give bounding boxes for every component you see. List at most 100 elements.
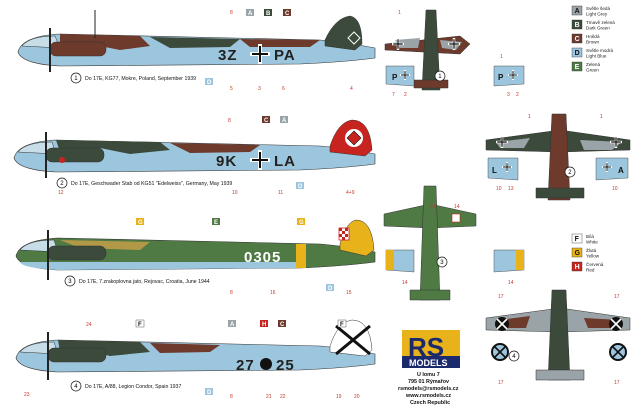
code-left-3: 0305 bbox=[244, 249, 281, 266]
pv3-tailplane bbox=[409, 289, 451, 301]
svg-text:19: 19 bbox=[336, 394, 342, 400]
logo-models: MODELS bbox=[409, 358, 448, 368]
legend-letter: F bbox=[575, 236, 580, 243]
profile-number-4 bbox=[70, 380, 82, 392]
legend-swatch bbox=[571, 19, 583, 30]
pv2-l-left: L bbox=[492, 166, 497, 175]
address-line-5: Czech Republic bbox=[410, 400, 450, 406]
pv2-callouts: 1 10 13 1 10 bbox=[496, 114, 618, 192]
callouts-bottom-1: 5 3 6 4 D bbox=[205, 78, 353, 92]
engine-nacelle-2 bbox=[45, 147, 105, 163]
svg-text:12: 12 bbox=[58, 190, 64, 196]
legend-swatch bbox=[571, 233, 583, 244]
underside-3 bbox=[20, 262, 300, 270]
svg-text:G: G bbox=[299, 220, 304, 226]
pv3-underwing-right-tip bbox=[516, 250, 524, 270]
svg-text:C: C bbox=[280, 322, 285, 328]
pv2-a-right: A bbox=[618, 166, 624, 175]
svg-text:1: 1 bbox=[600, 114, 603, 120]
camo-green-1 bbox=[150, 37, 240, 48]
tail-yellow-band-3 bbox=[296, 244, 306, 268]
svg-text:1: 1 bbox=[398, 10, 401, 16]
pv3-wing-checker bbox=[451, 213, 461, 223]
svg-text:H: H bbox=[262, 322, 266, 328]
callouts-top-4: 24 F A H C F bbox=[86, 319, 347, 328]
pv3-underwing-left-tip bbox=[386, 250, 394, 270]
profile-number-2 bbox=[56, 177, 68, 189]
pv4-under-x-left bbox=[493, 345, 507, 359]
pv2-fuselage bbox=[547, 113, 571, 201]
camo-green-4 bbox=[58, 340, 150, 356]
profile-number-label-2: 2 bbox=[60, 181, 64, 187]
pv1-number-label: 1 bbox=[438, 74, 442, 80]
camo-brown-1 bbox=[60, 34, 150, 50]
legend-name-cz: Zelená bbox=[586, 62, 600, 67]
legend-name-cz: Bílá bbox=[586, 234, 594, 239]
svg-text:8: 8 bbox=[228, 118, 231, 124]
svg-text:D: D bbox=[298, 184, 303, 190]
svg-text:21: 21 bbox=[266, 394, 272, 400]
svg-text:15: 15 bbox=[346, 290, 352, 296]
pv2-underwing-right bbox=[595, 157, 629, 181]
pv4-under-x-right bbox=[611, 345, 625, 359]
svg-text:4+9: 4+9 bbox=[346, 190, 355, 196]
svg-text:2: 2 bbox=[404, 92, 407, 98]
legend-name-en: Yellow bbox=[586, 254, 600, 259]
code-left-1: 3Z bbox=[218, 47, 238, 64]
profile-1: 3Z PA 1 Do 17E, KG77, Mokre, Poland, Sep… bbox=[17, 9, 376, 92]
pv3-number bbox=[436, 256, 448, 268]
legend-letter: E bbox=[575, 64, 580, 71]
caption-4: Do 17E, A/88, Legion Condor, Spain 1937 bbox=[85, 384, 181, 390]
callouts-top-3: G E G bbox=[136, 218, 305, 226]
profile-2: 9K LA 2 Do 17E, Geschwader Stab od KG51 … bbox=[13, 116, 376, 196]
legend-name-cz: Světle šedá bbox=[586, 6, 610, 11]
address-line-3: rsmodels@rsmodels.cz bbox=[398, 386, 459, 392]
pv2-number bbox=[564, 166, 576, 178]
svg-text:1: 1 bbox=[500, 54, 503, 60]
svg-text:20: 20 bbox=[354, 394, 360, 400]
pv3-number-label: 3 bbox=[440, 260, 444, 266]
fin-diamond-1 bbox=[347, 31, 361, 45]
legend-swatch bbox=[571, 47, 583, 58]
nose-emblem-2 bbox=[59, 157, 65, 163]
pv2-underwing-left bbox=[487, 157, 519, 181]
engine-nacelle-1 bbox=[49, 41, 107, 57]
caption-3: Do 17E, 7.zrakoplovna jato, Rejovac, Cro… bbox=[79, 279, 210, 285]
legend-name-cz: Žlutá bbox=[586, 246, 597, 253]
svg-text:F: F bbox=[340, 322, 344, 328]
svg-text:3: 3 bbox=[507, 92, 510, 98]
svg-text:14: 14 bbox=[508, 280, 514, 286]
svg-text:10: 10 bbox=[232, 190, 238, 196]
svg-text:1: 1 bbox=[528, 114, 531, 120]
legend-name-cz: Světle modrá bbox=[586, 48, 614, 53]
caption-2: Do 17E, Geschwader Stab od KG51 "Edelwei… bbox=[71, 181, 232, 187]
pv4-number bbox=[508, 350, 520, 362]
legend-swatch bbox=[571, 247, 583, 258]
legend-swatch bbox=[571, 33, 583, 44]
svg-text:17: 17 bbox=[498, 380, 504, 386]
fin-checker-pattern-3 bbox=[339, 228, 348, 240]
svg-text:A: A bbox=[248, 11, 253, 17]
svg-text:6: 6 bbox=[282, 86, 285, 92]
callouts-top-1: 8 A B C bbox=[230, 9, 291, 17]
camo-brown-2 bbox=[170, 143, 260, 153]
svg-text:A: A bbox=[230, 322, 235, 328]
pv1-callouts: 1 7 2 1 3 2 bbox=[392, 10, 519, 98]
legend-letter: H bbox=[575, 264, 580, 271]
svg-text:10: 10 bbox=[612, 186, 618, 192]
svg-text:7: 7 bbox=[392, 92, 395, 98]
pv2-camo bbox=[496, 138, 622, 150]
callouts-top-2: 8 C A bbox=[228, 116, 288, 124]
code-left-4: 27 bbox=[236, 357, 255, 374]
svg-text:D: D bbox=[207, 390, 212, 396]
svg-text:G: G bbox=[138, 220, 143, 226]
legend-name-en: Light Blue bbox=[586, 54, 607, 59]
legend-letter: B bbox=[575, 22, 580, 29]
address-line-4: www.rsmodels.cz bbox=[405, 393, 451, 399]
pv4-number-label: 4 bbox=[512, 354, 516, 360]
